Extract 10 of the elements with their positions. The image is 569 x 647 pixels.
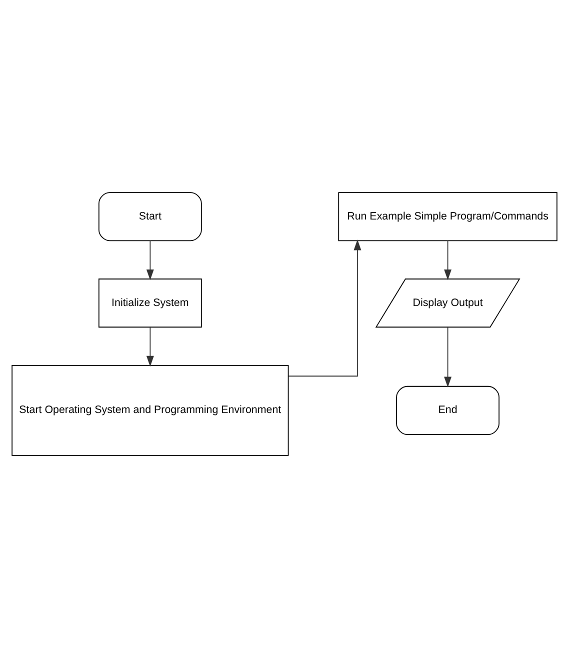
node-box: Start Operating System and Programming Environment [12,364,289,456]
arrow [444,240,452,280]
node-box: Initialize System [98,278,202,328]
node-box: End [396,385,500,434]
arrow [146,326,154,366]
node-box: Start [98,192,202,241]
arrow [146,240,154,280]
node-box: Run Example Simple Program/Commands [338,192,558,241]
arrow [288,239,362,376]
arrow [444,326,452,387]
